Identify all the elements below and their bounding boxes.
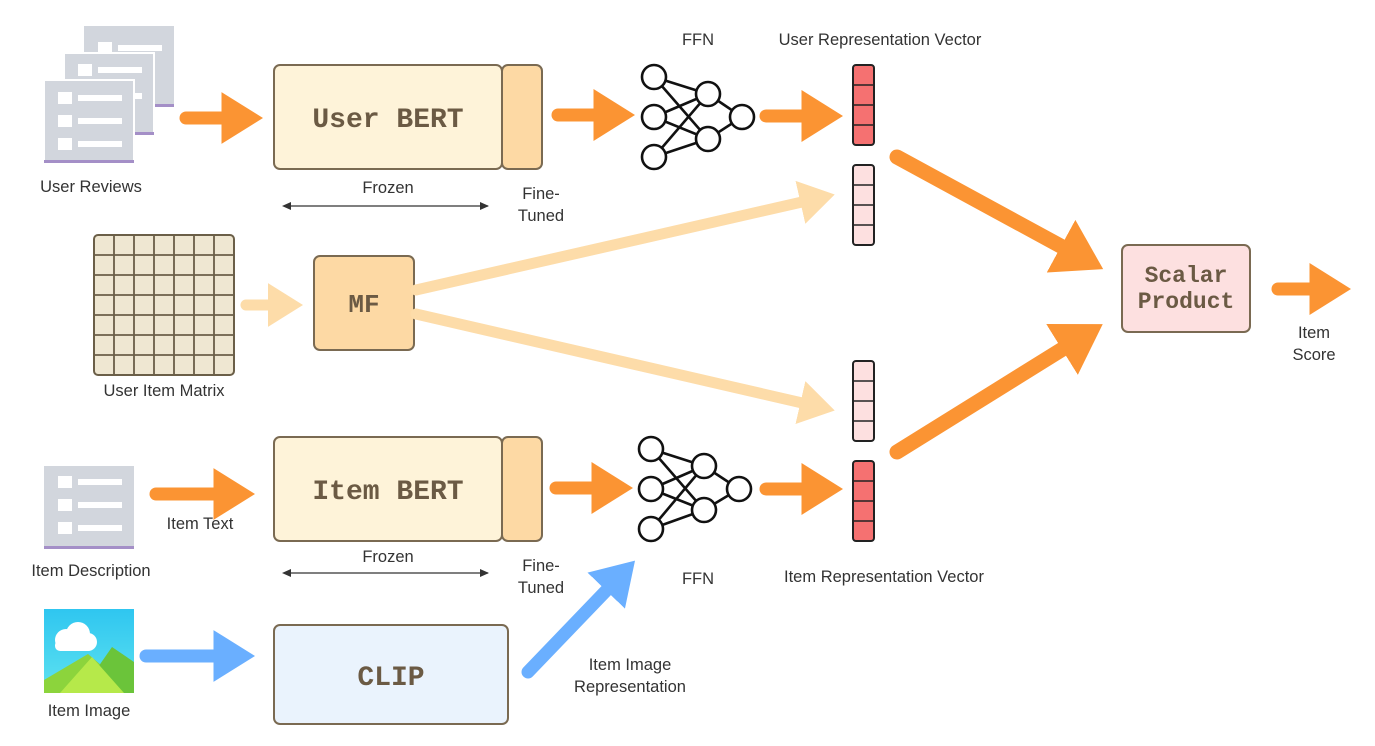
mf-box xyxy=(313,255,415,351)
clip-label: CLIP xyxy=(357,663,424,694)
fine-tuned-label-bottom-1: Fine- xyxy=(522,557,560,575)
item-score-label-1: Item xyxy=(1298,324,1330,342)
item-bert-finetune-block xyxy=(501,436,543,542)
arrow-mf-to-item-mf-vector xyxy=(410,308,835,425)
item-image-rep-label-1: Item Image xyxy=(589,656,672,674)
fine-tuned-label-top-1: Fine- xyxy=(522,185,560,203)
user-reviews-doc-icon xyxy=(43,26,174,163)
item-ffn-network-icon xyxy=(637,435,753,543)
fine-tuned-label-bottom-2: Tuned xyxy=(518,579,564,597)
item-image-icon xyxy=(44,609,134,693)
scalar-product-box xyxy=(1121,244,1251,333)
user-rep-vector-label: User Representation Vector xyxy=(779,31,982,49)
item-text-label: Item Text xyxy=(167,515,234,533)
item-image-label: Item Image xyxy=(48,702,131,720)
fine-tuned-label-top-2: Tuned xyxy=(518,207,564,225)
scalar-product-label-1: Scalar xyxy=(1145,263,1228,289)
item-bert-box xyxy=(273,436,543,542)
user-item-matrix-icon xyxy=(93,234,235,376)
item-description-doc-icon xyxy=(44,466,134,549)
frozen-label-bottom: Frozen xyxy=(362,548,413,566)
user-reviews-label: User Reviews xyxy=(40,178,142,196)
user-bert-label: User BERT xyxy=(312,105,463,136)
item-bert-label: Item BERT xyxy=(312,477,463,508)
item-description-label: Item Description xyxy=(31,562,150,580)
mf-label: MF xyxy=(348,290,379,320)
item-mf-vector xyxy=(852,360,875,442)
clip-box xyxy=(273,624,509,725)
scalar-product-label-2: Product xyxy=(1138,289,1235,315)
arrow-item-vector-to-scalar xyxy=(889,323,1103,460)
user-representation-vector xyxy=(852,64,875,146)
arrow-clip-to-item-ffn xyxy=(521,560,636,679)
ffn-label-top: FFN xyxy=(682,31,714,49)
item-representation-vector xyxy=(852,460,875,542)
user-bert-finetune-block xyxy=(501,64,543,170)
arrow-mf-to-user-mf-vector xyxy=(410,180,835,296)
item-image-rep-label-2: Representation xyxy=(574,678,686,696)
item-score-label-2: Score xyxy=(1292,346,1335,364)
arrow-user-vector-to-scalar xyxy=(889,149,1104,273)
user-mf-vector xyxy=(852,164,875,246)
frozen-label-top: Frozen xyxy=(362,179,413,197)
user-bert-box xyxy=(273,64,543,170)
user-item-matrix-label: User Item Matrix xyxy=(103,382,225,400)
user-ffn-network-icon xyxy=(640,63,756,171)
ffn-label-bottom: FFN xyxy=(682,570,714,588)
item-rep-vector-label: Item Representation Vector xyxy=(784,568,984,586)
